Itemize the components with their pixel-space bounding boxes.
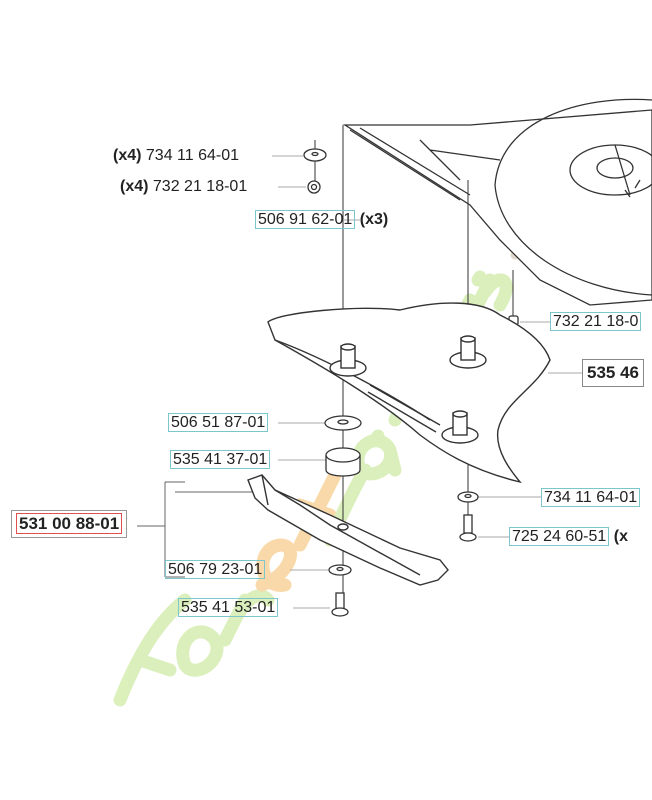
part-number: 535 46 xyxy=(587,363,639,382)
cup-washer-and-spacer xyxy=(324,415,362,477)
part-number: 734 11 64-01 xyxy=(541,488,641,507)
part-number: 506 51 87-01 xyxy=(168,413,269,432)
part-number: 506 91 62-01 xyxy=(255,210,356,229)
part-label-506-79-23-01[interactable]: 506 79 23-01 xyxy=(165,560,266,580)
blade-holder-drawing xyxy=(267,302,551,484)
part-label-734-11-64-01-right[interactable]: 734 11 64-01 xyxy=(541,488,641,508)
part-label-506-51-87-01[interactable]: 506 51 87-01 xyxy=(168,413,269,433)
quantity: (x3) xyxy=(359,211,389,228)
part-label-531-00-88-01-kit[interactable]: 531 00 88-01 xyxy=(11,510,128,538)
part-number: 734 11 64-01 xyxy=(145,147,240,164)
part-label-535-41-53-01[interactable]: 535 41 53-01 xyxy=(178,598,279,618)
quantity: (x4) xyxy=(120,178,149,195)
part-label-734-11-64-01-top[interactable]: (x4) 734 11 64-01 xyxy=(113,146,239,166)
leader-lines xyxy=(137,155,582,609)
part-label-732-21-18-01-top[interactable]: (x4) 732 21 18-01 xyxy=(120,177,247,197)
part-label-506-91-62-01[interactable]: 506 91 62-01 (x3) xyxy=(255,210,388,230)
part-label-725-24-60-51[interactable]: 725 24 60-51 (x xyxy=(509,527,628,547)
part-label-535-41-37-01[interactable]: 535 41 37-01 xyxy=(170,450,271,470)
part-number: 531 00 88-01 xyxy=(16,513,123,534)
blade-drawing xyxy=(247,474,449,586)
part-number: 506 79 23-01 xyxy=(165,560,266,579)
mower-deck xyxy=(342,98,652,306)
part-number: 725 24 60-51 xyxy=(509,527,610,546)
top-washer xyxy=(303,148,519,326)
part-number: 535 41 53-01 xyxy=(178,598,279,617)
part-number: 732 21 18-01 xyxy=(152,178,248,195)
quantity: (x4) xyxy=(113,147,142,164)
part-label-535-46[interactable]: 535 46 xyxy=(582,359,644,387)
quantity: (x xyxy=(613,528,628,545)
part-number: 732 21 18-0 xyxy=(550,312,642,331)
part-number: 535 41 37-01 xyxy=(170,450,271,469)
part-label-732-21-18-right[interactable]: 732 21 18-0 xyxy=(550,312,642,332)
bottom-fasteners xyxy=(328,491,479,617)
